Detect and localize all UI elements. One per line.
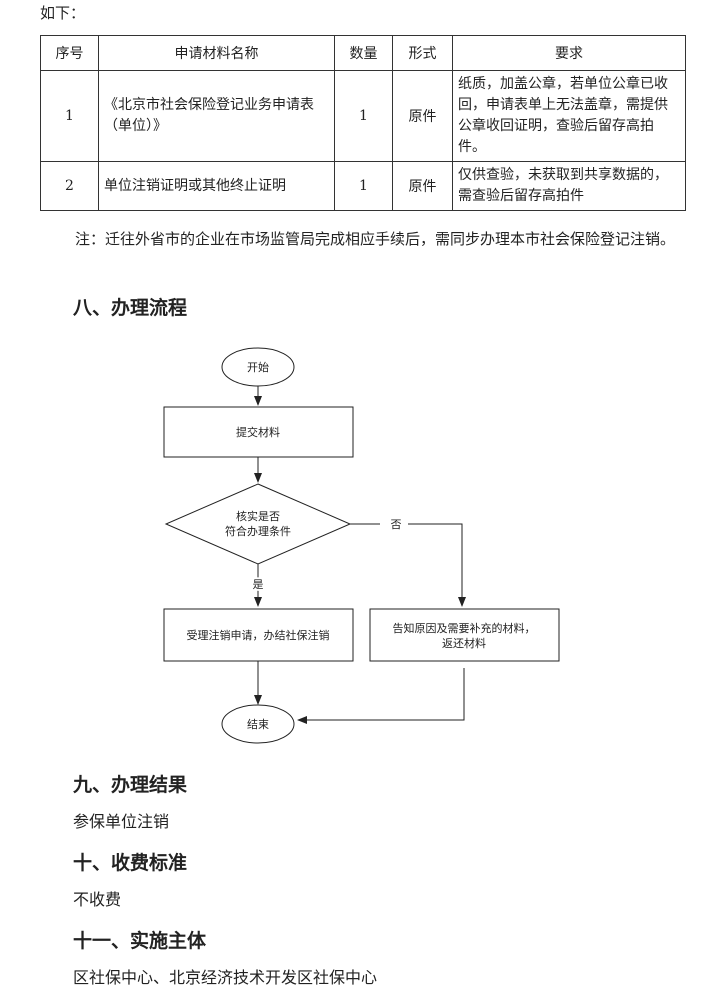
flow-end-node (221, 704, 295, 744)
cell-form: 原件 (392, 161, 453, 211)
table-row: 2 单位注销证明或其他终止证明 1 原件 仅供查验，未获取到共享数据的，需查验后… (40, 161, 686, 211)
flow-inform-node (369, 608, 560, 662)
cell-no: 1 (40, 70, 99, 162)
cell-form: 原件 (392, 70, 453, 162)
header-no: 序号 (40, 35, 99, 71)
section-heading-result: 九、办理结果 (73, 774, 188, 796)
header-form: 形式 (392, 35, 453, 71)
section-heading-fee: 十、收费标准 (73, 852, 188, 874)
fee-text: 不收费 (73, 890, 122, 909)
section-heading-agency: 十一、实施主体 (73, 930, 207, 952)
header-name: 申请材料名称 (98, 35, 335, 71)
result-text: 参保单位注销 (73, 812, 170, 831)
process-flowchart: 开始 提交材料 核实是否 符合办理条件 否 是 受理注销申请，办结社保注销 告知… (163, 347, 560, 744)
cell-name: 《北京市社会保险登记业务申请表（单位）》 (98, 70, 335, 162)
flow-check-label-2: 符合办理条件 (225, 524, 291, 538)
note-text: 注：迁往外省市的企业在市场监管局完成相应手续后，需同步办理本市社会保险登记注销。 (75, 230, 676, 248)
cell-qty: 1 (334, 161, 393, 211)
cell-qty: 1 (334, 70, 393, 162)
flow-check-label-1: 核实是否 (236, 509, 280, 523)
header-qty: 数量 (334, 35, 393, 71)
flow-inform-label-2: 返还材料 (442, 636, 486, 650)
cell-req: 纸质，加盖公章，若单位公章已收回，申请表单上无法盖章，需提供公章收回证明，查验后… (452, 70, 686, 162)
flow-start-label: 开始 (247, 360, 269, 374)
flow-submit-label: 提交材料 (236, 425, 280, 439)
header-req: 要求 (452, 35, 686, 71)
flow-accept-label: 受理注销申请，办结社保注销 (187, 628, 330, 642)
cell-name: 单位注销证明或其他终止证明 (98, 161, 335, 211)
cell-req: 仅供查验，未获取到共享数据的，需查验后留存高拍件 (452, 161, 686, 211)
flow-yes-label: 是 (253, 578, 264, 591)
intro-text: 如下： (40, 4, 86, 22)
cell-no: 2 (40, 161, 99, 211)
table-header-row: 序号 申请材料名称 数量 形式 要求 (40, 35, 686, 71)
flow-accept-node (163, 608, 354, 662)
table-row: 1 《北京市社会保险登记业务申请表（单位）》 1 原件 纸质，加盖公章，若单位公… (40, 70, 686, 162)
flow-no-label: 否 (391, 518, 402, 531)
flow-check-node (164, 483, 352, 565)
flow-end-label: 结束 (247, 718, 269, 731)
section-heading-process: 八、办理流程 (73, 297, 188, 319)
flow-submit-node (163, 406, 354, 458)
materials-table: 序号 申请材料名称 数量 形式 要求 1 《北京市社会保险登记业务申请表（单位）… (40, 35, 686, 211)
flow-inform-label-1: 告知原因及需要补充的材料， (393, 621, 536, 635)
agency-text: 区社保中心、北京经济技术开发区社保中心 (73, 968, 378, 987)
